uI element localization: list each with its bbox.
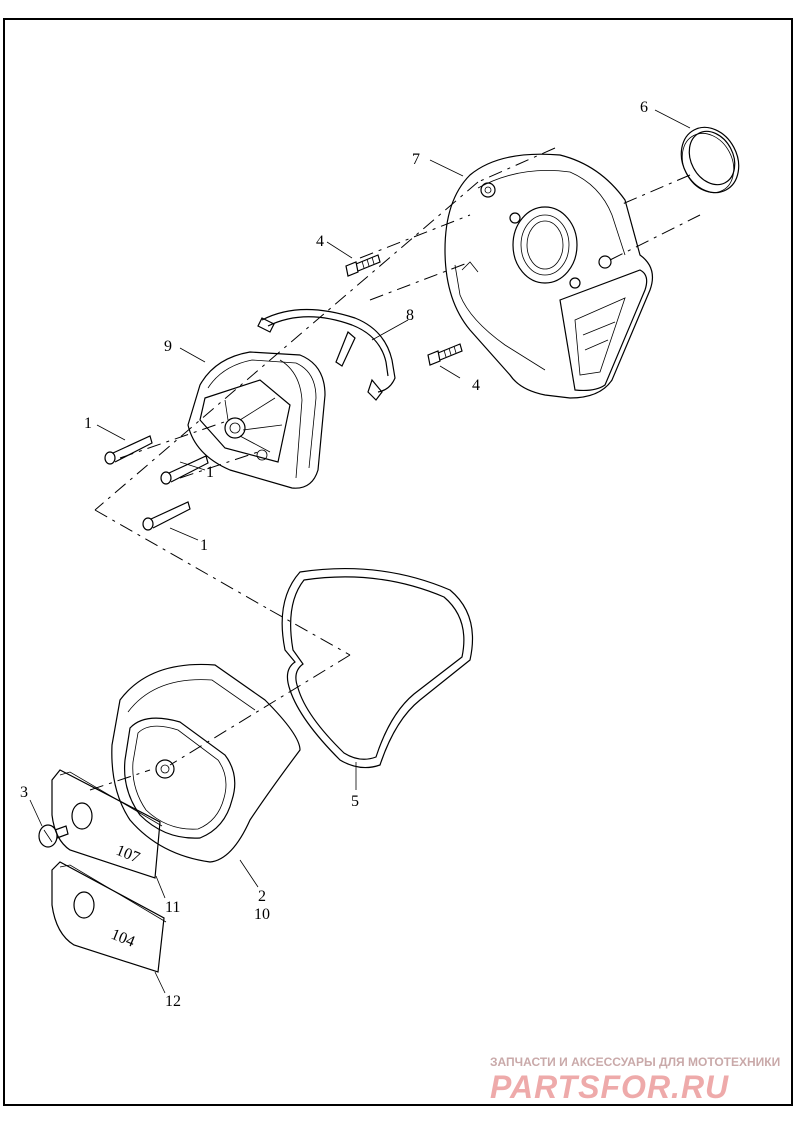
callout-9: 9	[164, 338, 172, 355]
callout-7: 7	[412, 151, 420, 168]
callout-1-top: 1	[84, 415, 92, 432]
part-4-bolt-lower	[427, 343, 463, 366]
part-1-screw-bottom	[142, 501, 191, 531]
part-8-breather-hose	[257, 308, 396, 401]
callout-5: 5	[351, 793, 359, 810]
callout-3: 3	[20, 784, 28, 801]
leader-lines	[29, 109, 691, 994]
part-4-bolt-upper	[345, 254, 381, 277]
callout-6: 6	[640, 99, 648, 116]
callout-4-upper: 4	[316, 233, 324, 250]
part-12-trim-insert-104: 104	[51, 861, 167, 973]
watermark-tagline: ЗАПЧАСТИ И АКСЕССУАРЫ ДЛЯ МОТОТЕХНИКИ	[490, 1055, 780, 1069]
part-7-backplate	[444, 153, 653, 399]
badge-104-text: 104	[109, 926, 138, 951]
badge-107-text: 107	[114, 842, 143, 867]
diagram-frame	[3, 18, 793, 1106]
callout-10: 10	[254, 906, 270, 923]
callout-11: 11	[165, 899, 180, 916]
part-3-screw	[38, 824, 69, 848]
callout-4-lower: 4	[472, 377, 480, 394]
part-2-air-cleaner-cover	[111, 663, 301, 863]
alignment-lines	[89, 147, 701, 791]
part-1-screw-top	[104, 435, 153, 465]
callout-1-bottom: 1	[200, 537, 208, 554]
watermark: ЗАПЧАСТИ И АКСЕССУАРЫ ДЛЯ МОТОТЕХНИКИ PA…	[490, 1055, 780, 1105]
part-6-seal-ring	[680, 126, 740, 194]
callout-12: 12	[165, 993, 181, 1010]
callout-1-middle: 1	[206, 464, 214, 481]
part-1-screw-middle	[160, 455, 209, 485]
callout-8: 8	[406, 307, 414, 324]
part-5-cover-gasket	[281, 567, 474, 769]
callout-2: 2	[258, 888, 266, 905]
watermark-brand: PARTSFOR.RU	[490, 1069, 729, 1105]
part-11-trim-insert-107: 107	[51, 769, 163, 879]
part-9-filter-element	[187, 351, 326, 489]
